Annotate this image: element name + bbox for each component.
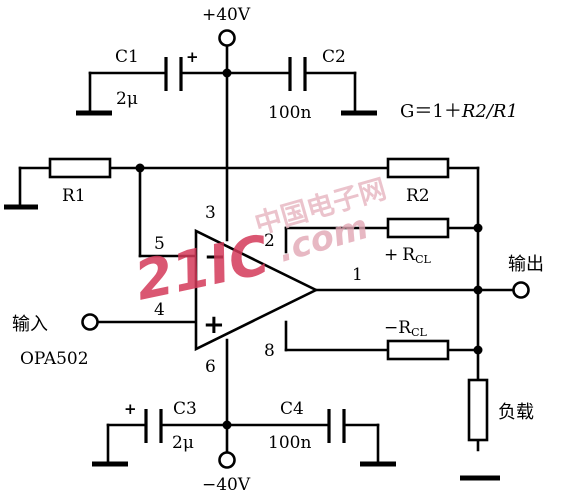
c1-name: C1 — [115, 47, 139, 67]
pin-4-label: 4 — [154, 300, 165, 320]
resistor-r2 — [386, 157, 450, 179]
input-label: 输入 — [12, 314, 48, 335]
capacitor-c3 — [144, 409, 163, 443]
supply-negative-label: −40V — [202, 475, 251, 495]
opamp-part-label: OPA502 — [20, 349, 89, 369]
r1-label: R1 — [62, 186, 86, 206]
terminal-output — [512, 281, 530, 299]
gain-formula: G＝1＋R2/R1 — [400, 101, 518, 122]
junction-dots — [135, 68, 483, 430]
rcl-positive-label: +RCL — [384, 245, 431, 266]
pin-5-label: 5 — [154, 234, 165, 254]
c3-value: 2μ — [172, 433, 194, 453]
c4-value: 100n — [268, 433, 311, 453]
opamp-noninverting-sign: + — [203, 310, 225, 340]
opamp-triangle — [194, 228, 319, 352]
output-label: 输出 — [508, 254, 544, 275]
c1-polarity: + — [186, 48, 199, 66]
supply-positive-label: +40V — [202, 5, 251, 25]
resistor-rcl-negative — [386, 339, 450, 361]
pin-1-label: 1 — [352, 265, 363, 285]
rcl-negative-label: −RCL — [384, 318, 427, 339]
ground-symbols — [4, 110, 500, 481]
c2-value: 100n — [268, 103, 311, 123]
opamp-inverting-sign: − — [204, 242, 226, 272]
terminal-negative-supply — [218, 451, 236, 469]
c3-name: C3 — [173, 399, 197, 419]
terminal-input — [81, 313, 99, 331]
c3-polarity: + — [124, 400, 137, 418]
pin-6-label: 6 — [205, 357, 216, 377]
wires — [18, 44, 516, 465]
r2-label: R2 — [406, 186, 430, 206]
resistor-rcl-positive — [386, 217, 450, 239]
pin-2-label: 2 — [264, 231, 275, 251]
resistor-load — [467, 378, 489, 442]
c1-value: 2μ — [116, 89, 138, 109]
terminal-positive-supply — [218, 29, 236, 47]
load-label: 负载 — [498, 402, 534, 423]
c4-name: C4 — [280, 399, 304, 419]
resistor-r1 — [48, 157, 112, 179]
capacitor-c4 — [327, 409, 346, 443]
pin-3-label: 3 — [205, 203, 216, 223]
capacitor-c1 — [164, 57, 183, 91]
pin-8-label: 8 — [264, 341, 275, 361]
capacitor-c2 — [288, 57, 307, 91]
c2-name: C2 — [322, 47, 346, 67]
